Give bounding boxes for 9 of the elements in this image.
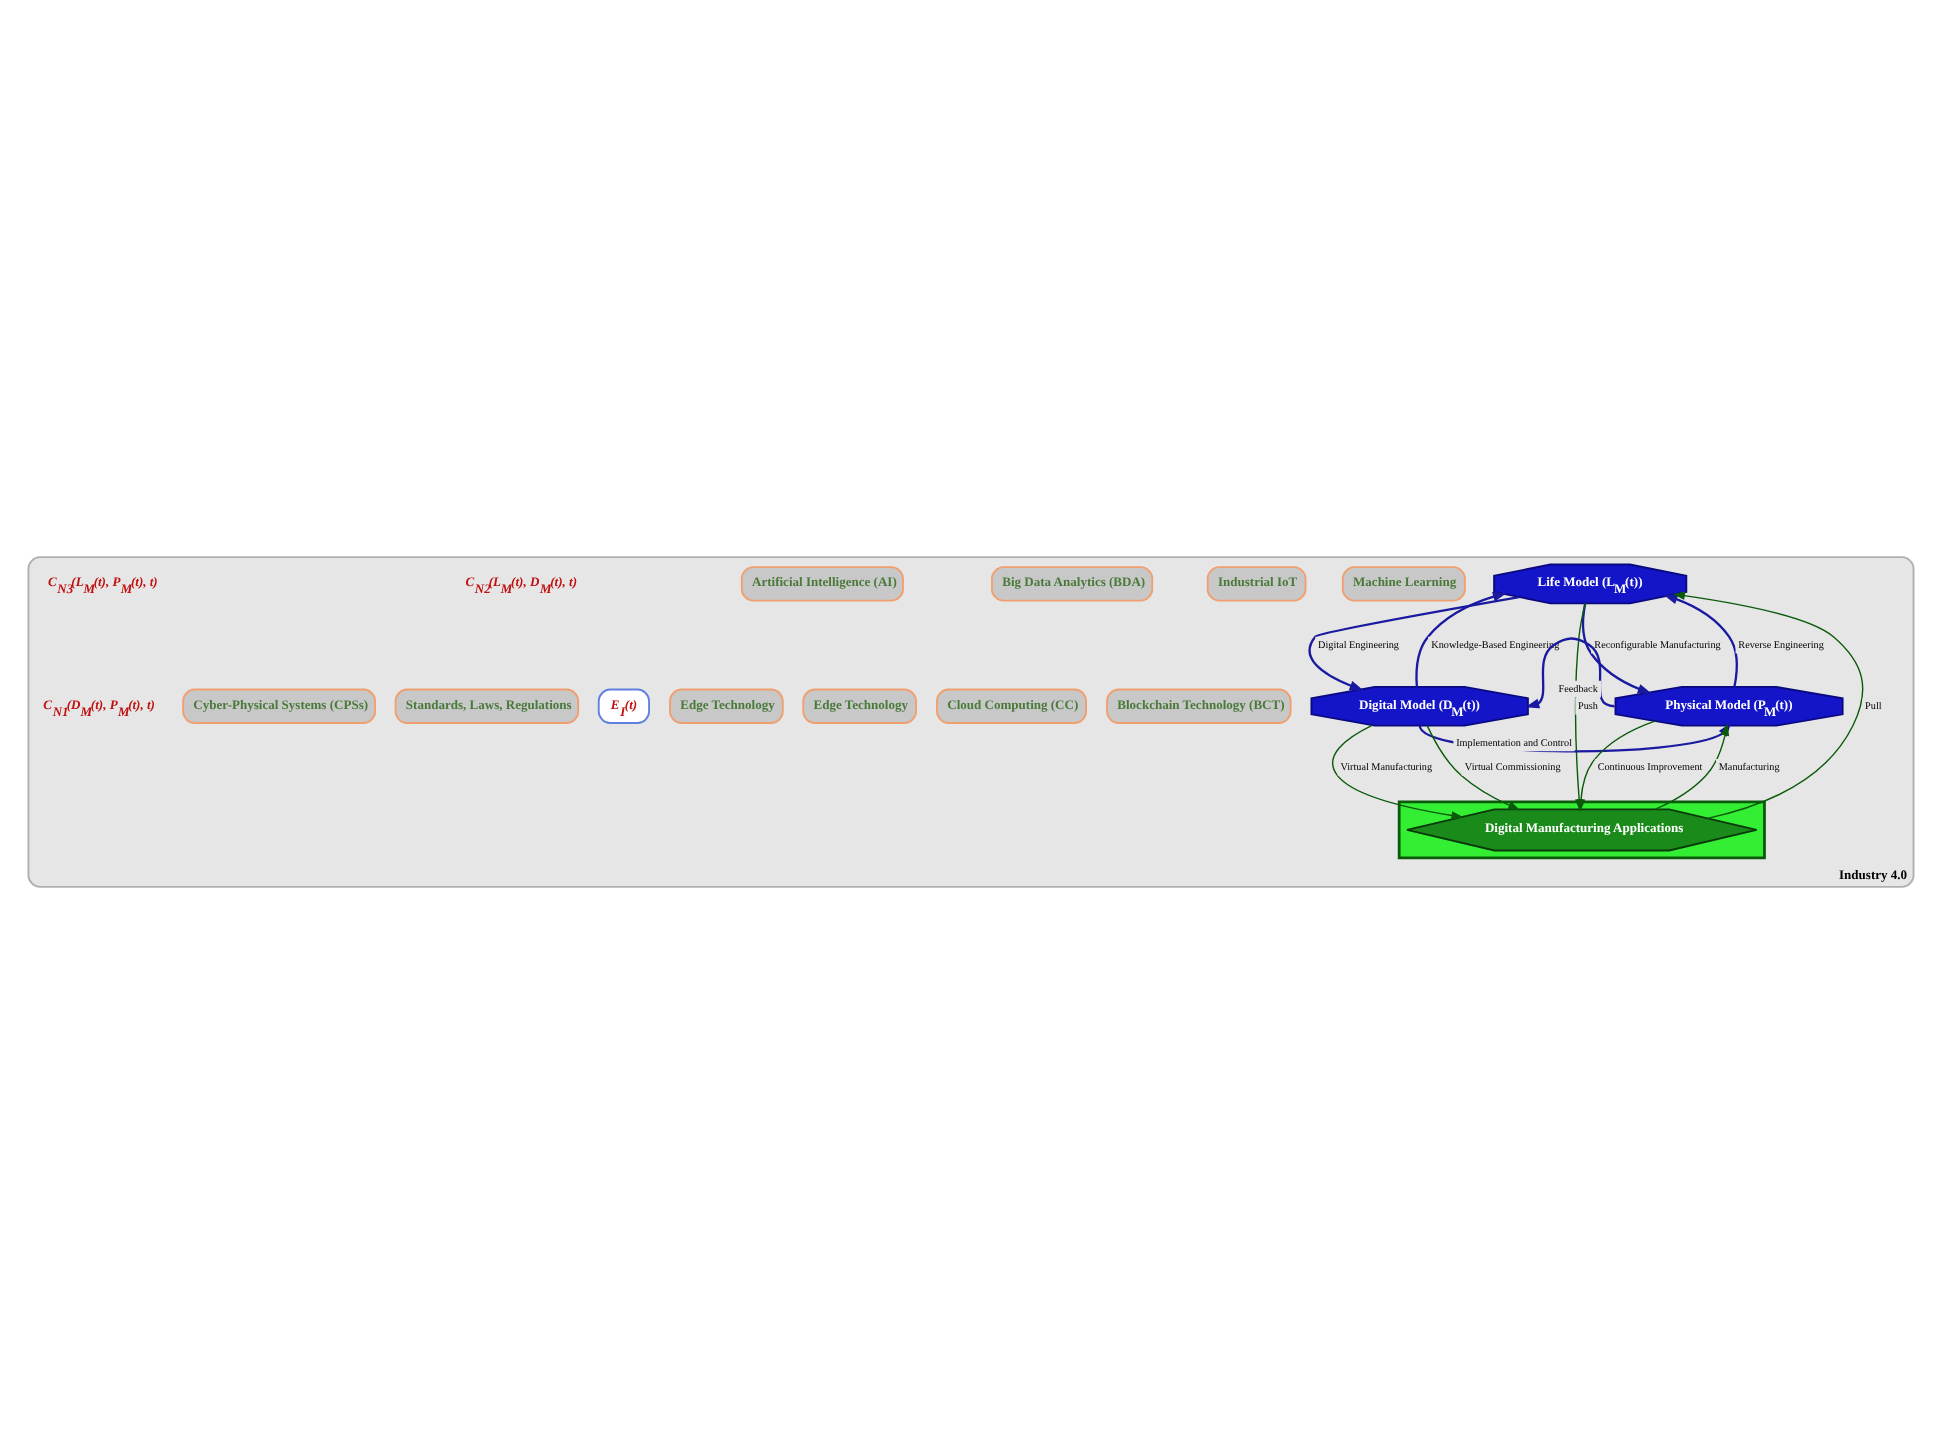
arrow: [1654, 722, 1730, 810]
arrow: [1308, 594, 1520, 690]
arrow: [1581, 601, 1652, 693]
arrow: [1663, 593, 1738, 686]
arrow: [1332, 723, 1464, 819]
arrow: [1525, 636, 1615, 708]
arrow: [1415, 591, 1507, 686]
arrow: [1672, 590, 1864, 819]
arrow: [1426, 723, 1521, 810]
